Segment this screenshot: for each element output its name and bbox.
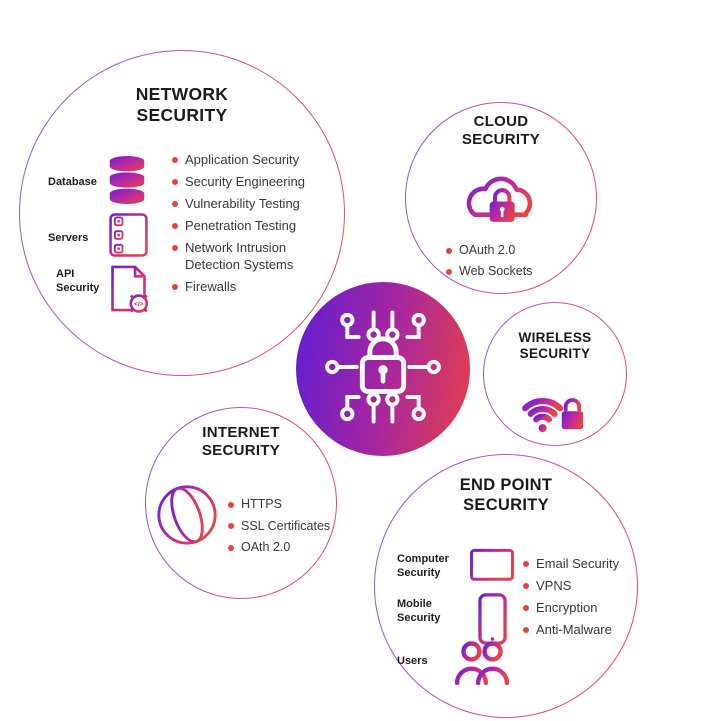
internet-security-circle: INTERNET SECURITY HTTPS SSL [145, 407, 337, 599]
network-bullet: Vulnerability Testing [172, 195, 312, 212]
endpoint-bullet-list: Email Security VPNS Encryption Anti-Malw… [523, 555, 633, 643]
wireless-security-circle: WIRELESS SECURITY [483, 302, 627, 446]
internet-security-title: INTERNET SECURITY [201, 424, 281, 459]
network-bullet: Penetration Testing [172, 217, 312, 234]
cloud-bullet-list: OAuth 2.0 Web Sockets [446, 242, 576, 284]
servers-label: Servers [48, 232, 89, 244]
cloud-security-circle: CLOUD SECURITY OAuth 2.0 Web Sockets [405, 102, 597, 294]
globe-icon [154, 482, 220, 548]
network-security-circle: NETWORK SECURITY Database Servers [19, 50, 345, 376]
circuit-lock-icon [321, 305, 445, 434]
endpoint-security-title: END POINT SECURITY [459, 476, 553, 514]
endpoint-bullet: Email Security [523, 555, 633, 572]
cloud-security-title: CLOUD SECURITY [461, 113, 541, 148]
center-security-hub [296, 282, 470, 456]
network-bullet: Security Engineering [172, 173, 312, 190]
database-label: Database [48, 176, 97, 188]
api-document-gear-icon: </> [105, 264, 152, 313]
internet-bullet: SSL Certificates [228, 518, 338, 535]
network-security-title: NETWORK SECURITY [135, 84, 229, 125]
computer-security-label: Computer Security [397, 553, 449, 580]
servers-icon [108, 212, 149, 258]
svg-text:</>: </> [134, 301, 144, 308]
internet-bullet: OAth 2.0 [228, 539, 338, 556]
cloud-lock-icon [453, 155, 549, 229]
database-icon [104, 155, 150, 205]
smartphone-icon [477, 592, 508, 646]
endpoint-bullet: Encryption [523, 599, 633, 616]
wireless-security-title: WIRELESS SECURITY [518, 330, 592, 362]
network-bullet: Network Intrusion Detection Systems [172, 239, 312, 273]
network-bullet: Application Security [172, 151, 312, 168]
network-bullet-list: Application Security Security Engineerin… [172, 151, 312, 300]
internet-bullet-list: HTTPS SSL Certificates OAth 2.0 [228, 496, 338, 561]
wifi-lock-icon [519, 383, 591, 435]
cloud-bullet: Web Sockets [446, 263, 576, 279]
network-bullet: Firewalls [172, 278, 312, 295]
api-security-label: API Security [56, 268, 100, 295]
cloud-bullet: OAuth 2.0 [446, 242, 576, 258]
users-label: Users [397, 655, 428, 667]
endpoint-bullet: VPNS [523, 577, 633, 594]
endpoint-security-circle: END POINT SECURITY Computer Security Mob… [374, 454, 638, 718]
users-icon [453, 639, 511, 685]
mobile-security-label: Mobile Security [397, 598, 441, 625]
laptop-icon [463, 548, 521, 589]
internet-bullet: HTTPS [228, 496, 338, 513]
endpoint-bullet: Anti-Malware [523, 621, 633, 638]
